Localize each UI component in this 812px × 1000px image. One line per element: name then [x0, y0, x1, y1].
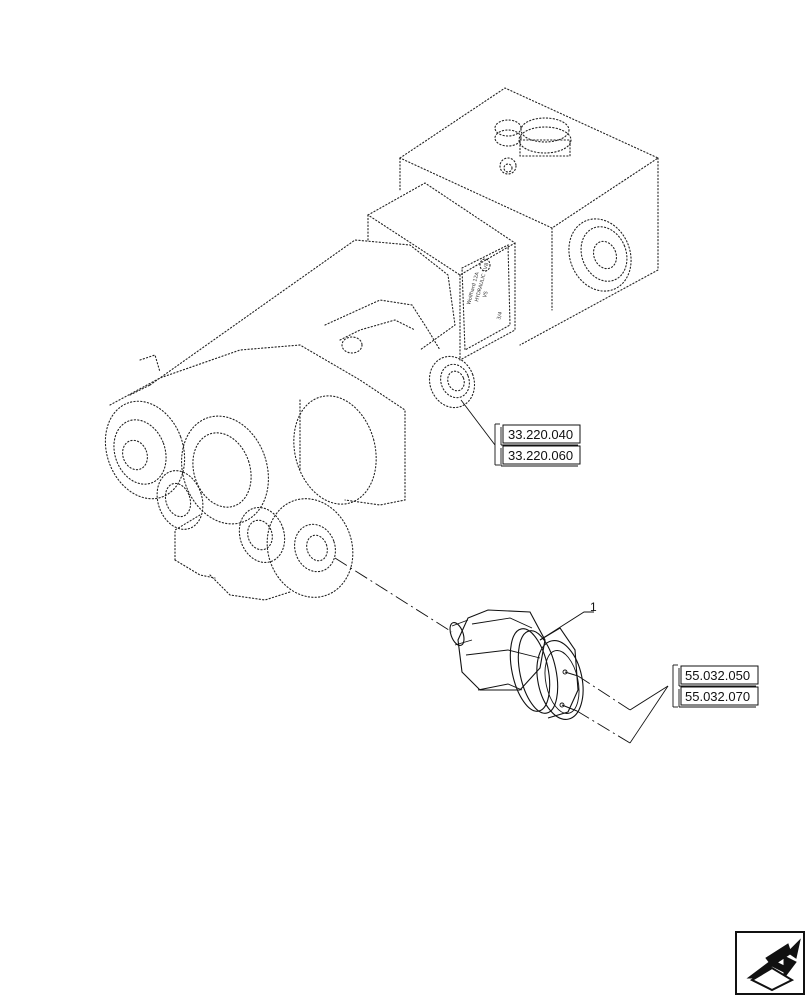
ref-label: 33.220.060 — [508, 448, 573, 463]
next-page-arrow-icon[interactable] — [735, 931, 805, 995]
ref-link-33-220-040[interactable]: 33.220.040 — [500, 424, 581, 446]
assembly-lines — [334, 557, 631, 744]
hydraulic-valve-body: Wolfhard 12A HYDRAULIC 1V8 VS 3/4 — [104, 87, 660, 601]
callout-1: 1 — [539, 600, 597, 641]
svg-text:VS: VS — [482, 291, 490, 299]
callout-number: 1 — [590, 600, 597, 614]
ref-label: 55.032.050 — [685, 668, 750, 683]
svg-text:3/4: 3/4 — [496, 311, 504, 320]
ref-link-55-032-050[interactable]: 55.032.050 — [678, 665, 759, 687]
ref-label: 33.220.040 — [508, 427, 573, 442]
ref-label: 55.032.070 — [685, 689, 750, 704]
ref-link-55-032-070[interactable]: 55.032.070 — [678, 686, 759, 708]
sensor-reference-group: 55.032.050 55.032.070 — [629, 664, 759, 744]
pressure-sensor — [449, 609, 584, 720]
valve-reference-group: 33.220.040 33.220.060 — [460, 399, 581, 467]
ref-link-33-220-060[interactable]: 33.220.060 — [500, 445, 581, 467]
